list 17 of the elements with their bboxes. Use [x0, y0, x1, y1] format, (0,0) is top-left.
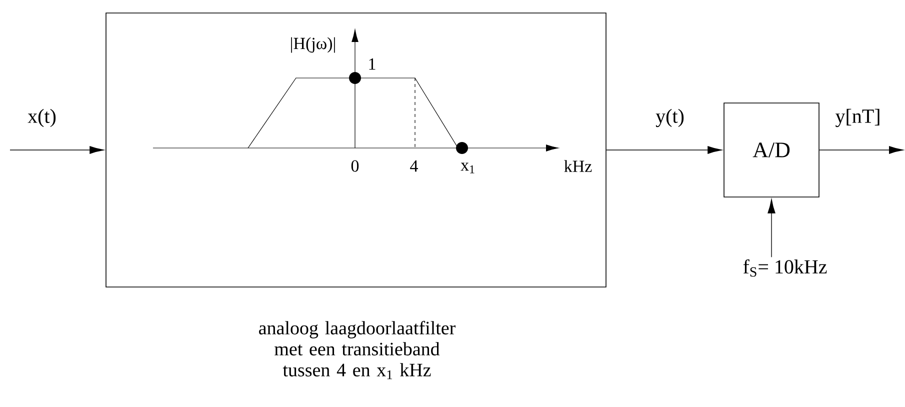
- axis-label: kHz: [564, 160, 592, 172]
- converter-box: A/D: [724, 102, 820, 198]
- edge-label: y[nT]: [834, 108, 882, 128]
- tick-label: 1: [369, 58, 376, 70]
- edge-label: x(t): [26, 108, 58, 128]
- tick-label: x$_{1}$: [460, 162, 474, 174]
- filter-caption: analoog laagdoorlaatfilter met een transitieband tussen 4 en x$_{1}$ kHz: [259, 320, 456, 380]
- arrow: [10, 146, 104, 154]
- arrow: [819, 146, 904, 154]
- tick-label: 0: [351, 160, 359, 172]
- arrow: [768, 199, 776, 258]
- edge-label: y(t): [654, 108, 686, 128]
- tick-label: 4: [410, 160, 418, 172]
- axis-label: |H(jω)|: [291, 37, 335, 53]
- filter-box: [106, 12, 606, 288]
- sampling-frequency: f$_{S}$= 10kHz: [743, 259, 827, 277]
- arrow: [606, 146, 722, 154]
